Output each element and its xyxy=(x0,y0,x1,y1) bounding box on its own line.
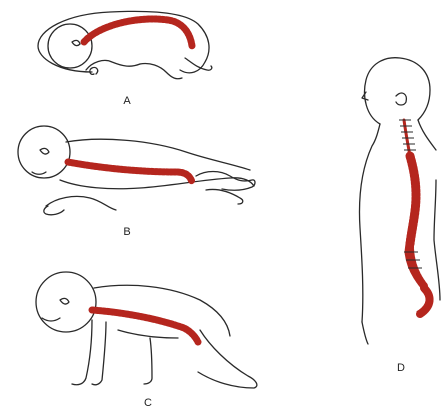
panel-d: D xyxy=(360,58,441,374)
panel-a: A xyxy=(38,11,212,107)
spine-a xyxy=(84,19,192,46)
panel-label-d: D xyxy=(397,362,405,374)
panel-c: C xyxy=(36,272,257,409)
panel-label-b: B xyxy=(123,226,130,238)
panel-label-a: A xyxy=(123,95,131,107)
crawling-infant-icon xyxy=(36,272,257,388)
spine-b xyxy=(68,162,192,182)
panel-label-c: C xyxy=(144,397,152,409)
sacrum xyxy=(420,288,430,314)
panel-b: B xyxy=(18,126,255,238)
spine-c xyxy=(92,310,198,342)
spine-d xyxy=(399,120,430,314)
